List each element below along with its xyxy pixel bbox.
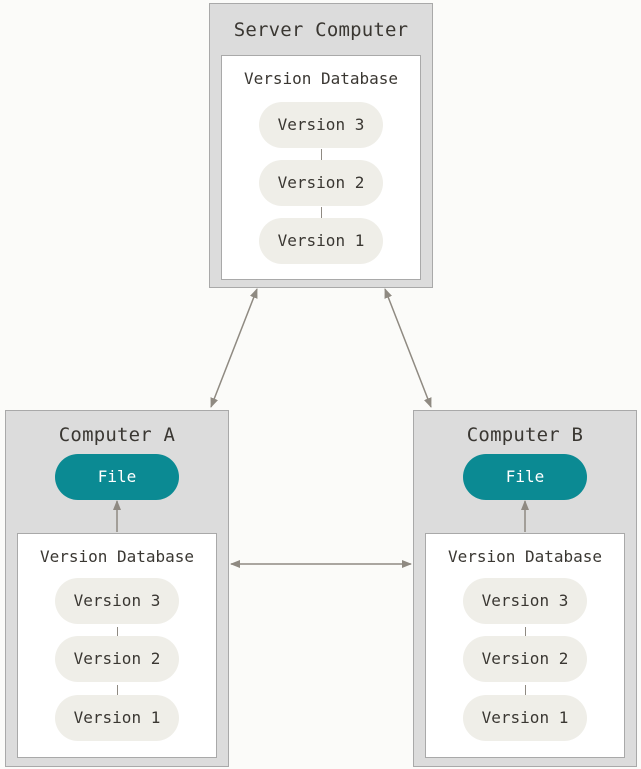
server-to-computer-a-arrow	[210, 288, 258, 408]
computer-b-version-3: Version 3	[463, 578, 587, 624]
server-version-2: Version 2	[259, 160, 383, 206]
computer-a-version-database: Version Database Version 3 Version 2 Ver…	[17, 533, 217, 758]
version-connector	[524, 685, 526, 697]
computer-a-file: File	[55, 454, 179, 500]
computer-b-database-title: Version Database	[447, 547, 603, 566]
server-version-database: Version Database Version 3 Version 2 Ver…	[221, 55, 421, 280]
server-database-title: Version Database	[243, 69, 399, 88]
version-connector	[320, 207, 322, 219]
computer-b-version-1: Version 1	[463, 695, 587, 741]
version-connector	[524, 627, 526, 639]
version-connector	[116, 685, 118, 697]
server-version-1: Version 1	[259, 218, 383, 264]
computer-a-version-1: Version 1	[55, 695, 179, 741]
server-computer: Server Computer Version Database Version…	[209, 3, 433, 288]
computer-b-file: File	[463, 454, 587, 500]
version-connector	[116, 627, 118, 639]
server-to-computer-b-arrow	[384, 288, 432, 408]
computer-b: Computer B File Version Database Version…	[413, 410, 637, 767]
computer-b-version-database: Version Database Version 3 Version 2 Ver…	[425, 533, 625, 758]
computer-a-version-2: Version 2	[55, 636, 179, 682]
version-connector	[320, 149, 322, 161]
computer-a-title: Computer A	[58, 424, 176, 446]
server-computer-title: Server Computer	[233, 19, 409, 41]
computer-a-version-3: Version 3	[55, 578, 179, 624]
server-version-3: Version 3	[259, 102, 383, 148]
computer-a-database-title: Version Database	[39, 547, 195, 566]
computer-b-version-2: Version 2	[463, 636, 587, 682]
computer-a: Computer A File Version Database Version…	[5, 410, 229, 767]
computer-b-title: Computer B	[466, 424, 584, 446]
